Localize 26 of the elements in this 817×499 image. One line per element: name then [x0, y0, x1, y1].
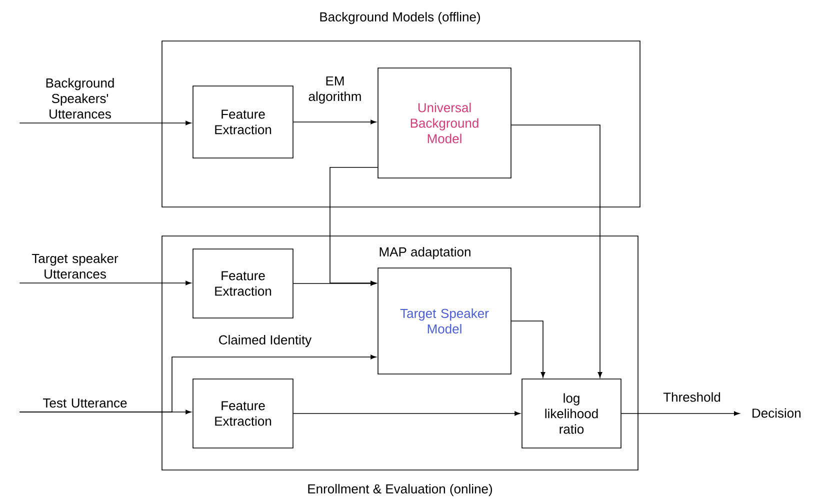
process-box: Feature Extraction: [192, 378, 294, 448]
input-label: Decision: [752, 408, 800, 418]
edge-label: Claimed Identity: [217, 334, 313, 348]
edge-label: MAP adaptation: [378, 246, 472, 260]
process-box: Universal Background Model: [378, 68, 512, 178]
input-label: Background Speakers' Utterances: [46, 78, 114, 119]
edge-label: EM algorithm: [299, 75, 371, 105]
node-label: Background Models (offline): [320, 12, 480, 24]
arrow: [293, 411, 520, 416]
arrow: [511, 124, 602, 378]
edge-label: Threshold: [662, 391, 722, 403]
node-label: Enrollment & Evaluation (online): [308, 484, 492, 496]
arrow: [621, 411, 740, 416]
arrow: [19, 120, 192, 126]
arrow: [330, 167, 378, 286]
process-box: Feature Extraction: [192, 86, 294, 158]
process-box: log likelihood ratio: [522, 378, 622, 448]
arrow: [19, 354, 376, 412]
arrow: [511, 320, 546, 378]
input-label: Test Utterance: [43, 398, 127, 408]
input-label: Target speaker Utterances: [32, 254, 118, 279]
arrow: [293, 281, 376, 286]
arrow: [293, 120, 376, 124]
arrow: [19, 280, 192, 286]
process-box: Feature Extraction: [192, 248, 294, 318]
process-box: Target Speaker Model: [378, 268, 512, 374]
